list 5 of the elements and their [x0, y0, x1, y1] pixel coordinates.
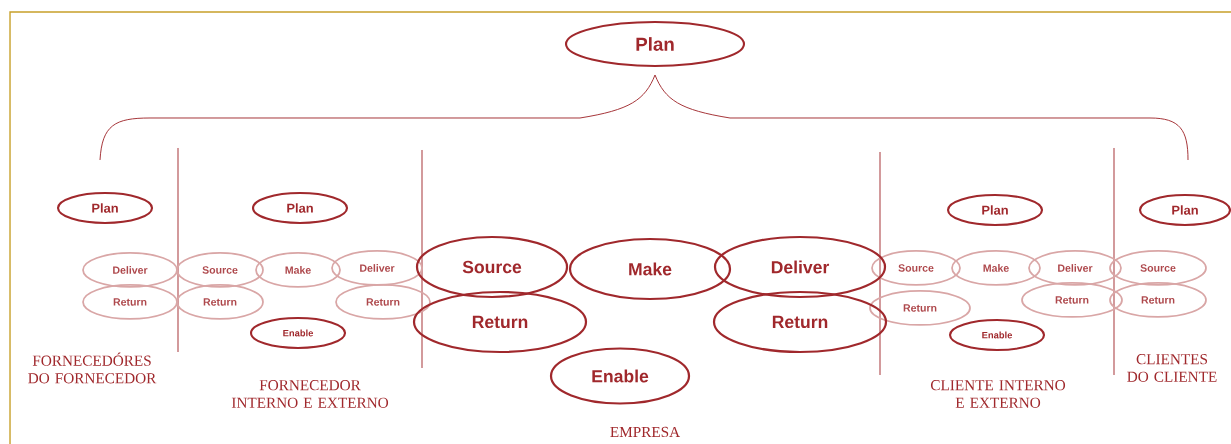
section-label: FORNECEDÓRES DO FORNECEDOR [28, 352, 157, 384]
section-label: EMPRESA [610, 426, 681, 438]
section-label: CLIENTES DO CLIENTE [1127, 354, 1217, 382]
section-label: CLIENTE INTERNO E EXTERNO [930, 380, 1066, 408]
section-label: FORNECEDOR INTERNO E EXTERNO [231, 380, 389, 408]
